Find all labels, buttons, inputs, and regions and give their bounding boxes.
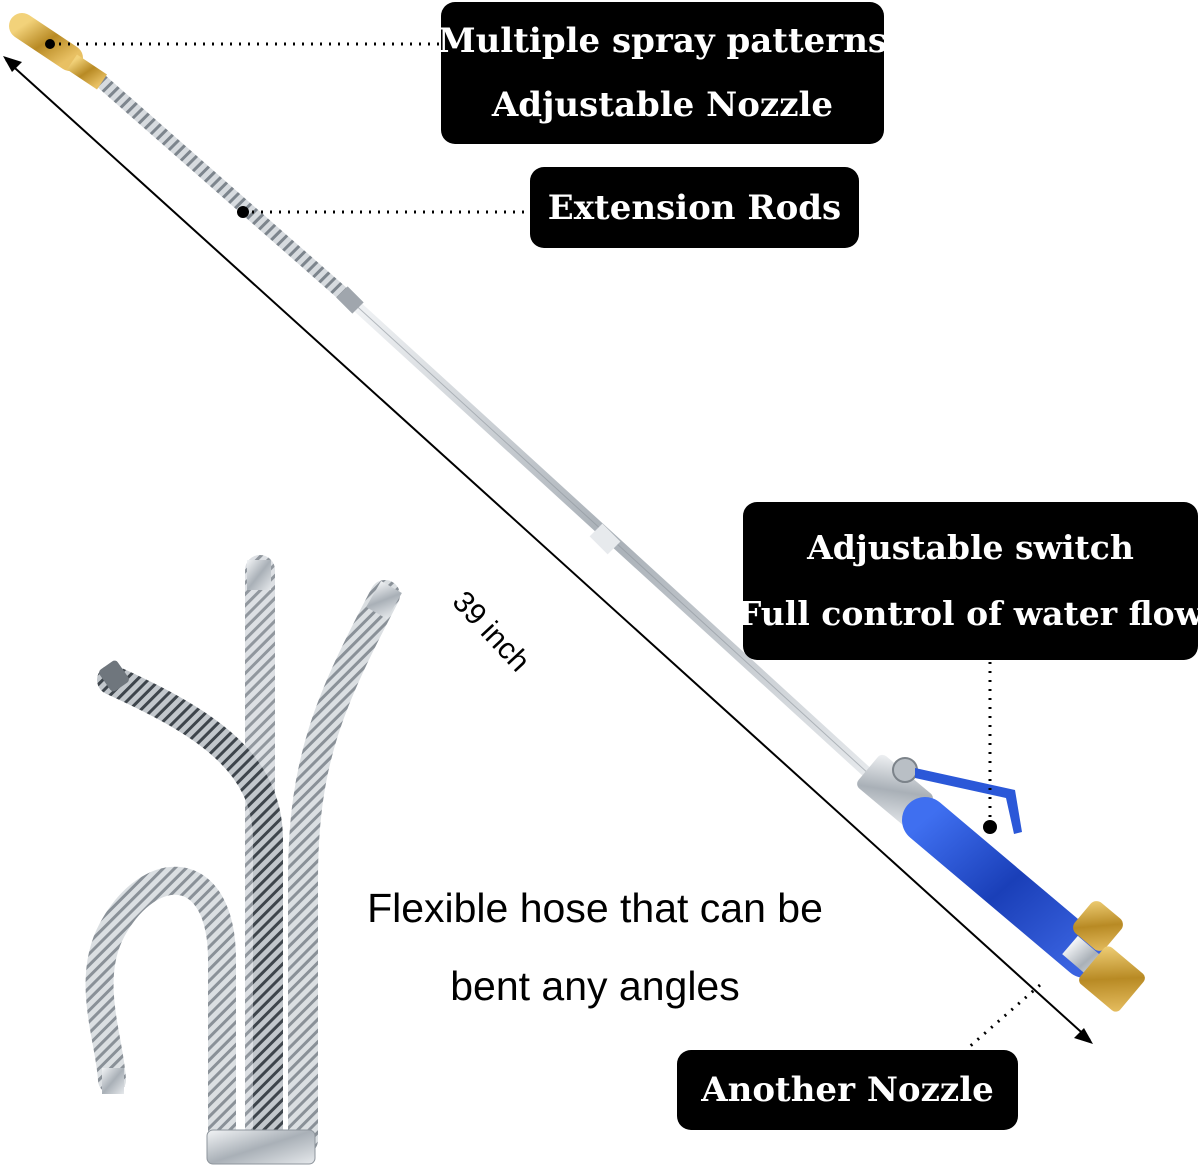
callout-another-text: Another Nozzle (701, 1070, 994, 1110)
callout-nozzle-line2: Adjustable Nozzle (491, 85, 834, 125)
flexible-hoses (85, 555, 402, 1165)
brass-connector (1073, 901, 1145, 1012)
callout-adjustable-nozzle: Multiple spray patterns Adjustable Nozzl… (437, 2, 888, 144)
callout-another-nozzle: Another Nozzle (677, 1050, 1018, 1130)
callout-switch-line2: Full control of water flow (737, 594, 1200, 633)
callout-switch-line1: Adjustable switch (807, 528, 1134, 567)
callout-extension-rods: Extension Rods (530, 167, 859, 248)
hose-caption-line1: Flexible hose that can be (367, 885, 823, 931)
hose-caption-line2: bent any angles (450, 963, 740, 1009)
callout-nozzle-line1: Multiple spray patterns (437, 21, 888, 61)
measurement-arrow (3, 56, 1093, 1044)
tip-nozzle (9, 13, 107, 90)
water-wand (9, 13, 1145, 1012)
leader-lines (50, 42, 1041, 1050)
callout-adjustable-switch: Adjustable switch Full control of water … (738, 502, 1200, 660)
callout-extension-text: Extension Rods (547, 187, 842, 228)
handle-grip (902, 797, 1108, 978)
